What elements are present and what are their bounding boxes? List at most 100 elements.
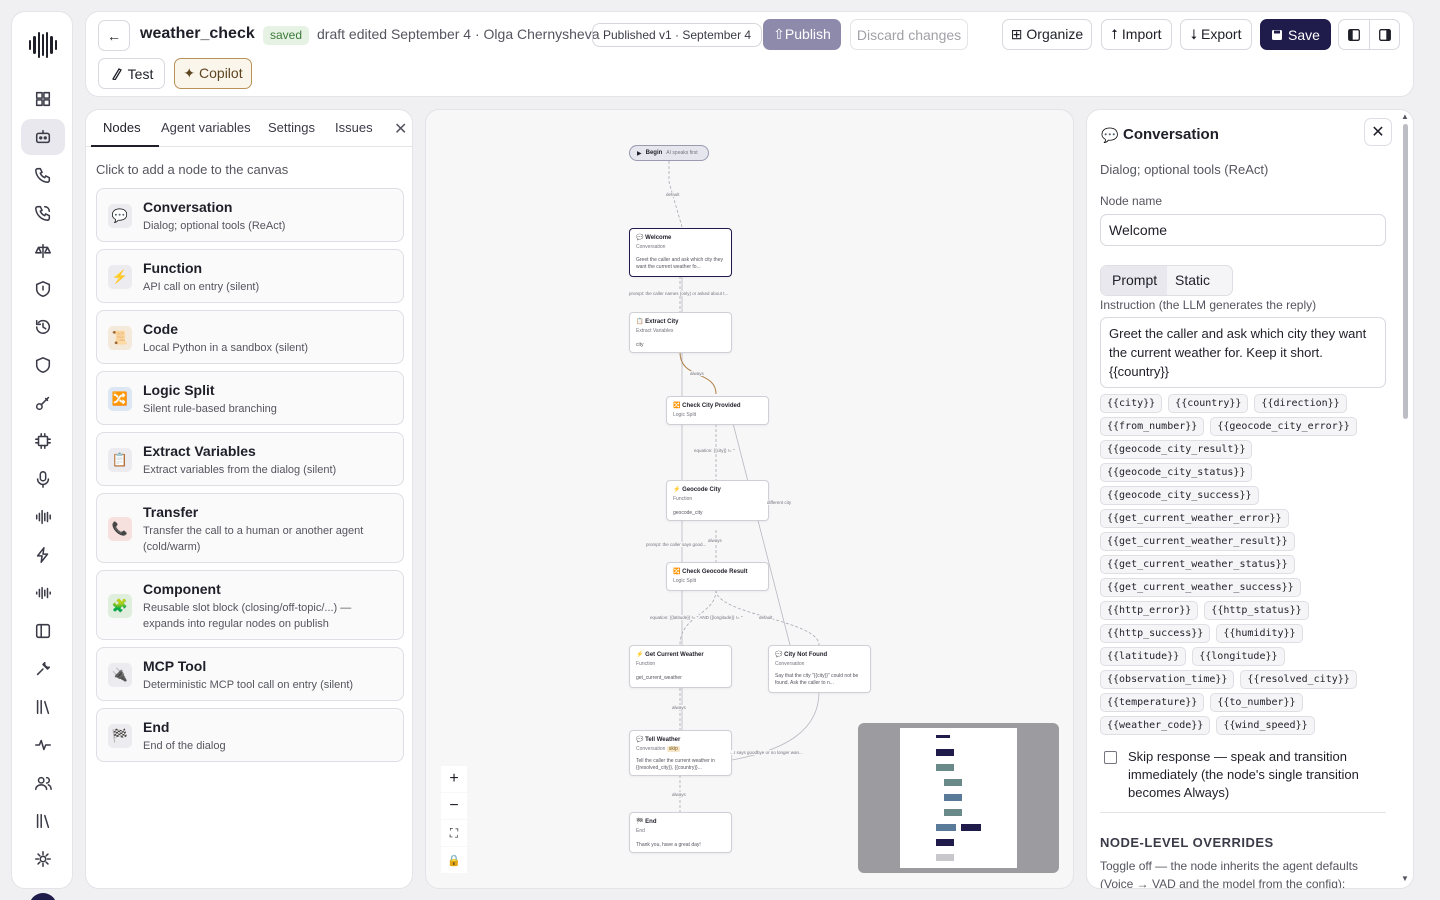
- rail-item-phone-call[interactable]: [21, 195, 65, 231]
- rail-item-panel[interactable]: [21, 613, 65, 649]
- lock-button[interactable]: 🔒: [441, 847, 467, 873]
- tab-nodes[interactable]: Nodes: [103, 120, 141, 135]
- save-button[interactable]: Save: [1260, 19, 1331, 50]
- flow-node-get-weather[interactable]: ⚡ Get Current Weather Function get_curre…: [629, 645, 732, 688]
- variable-chip[interactable]: {{geocode_city_status}}: [1100, 463, 1253, 482]
- variable-chip[interactable]: {{from_number}}: [1100, 417, 1205, 436]
- toggle-right-panel-button[interactable]: [1369, 19, 1400, 50]
- rail-item-tools[interactable]: [21, 651, 65, 687]
- rail-item-settings[interactable]: [21, 841, 65, 877]
- variable-chip[interactable]: {{wind_speed}}: [1216, 716, 1315, 735]
- rail-item-phone[interactable]: [21, 157, 65, 193]
- variable-chip[interactable]: {{country}}: [1168, 394, 1249, 413]
- variable-chip[interactable]: {{geocode_city_error}}: [1210, 417, 1357, 436]
- variable-chip[interactable]: {{geocode_city_result}}: [1100, 440, 1253, 459]
- rail-item-audio[interactable]: [21, 575, 65, 611]
- variable-chip[interactable]: {{to_number}}: [1210, 693, 1303, 712]
- skip-response-checkbox[interactable]: [1104, 751, 1117, 764]
- rail-item-chip[interactable]: [21, 423, 65, 459]
- user-avatar[interactable]: [29, 893, 57, 900]
- variable-chip[interactable]: {{longitude}}: [1192, 647, 1285, 666]
- minimap[interactable]: [858, 723, 1059, 873]
- variable-chip[interactable]: {{weather_code}}: [1100, 716, 1211, 735]
- copilot-button[interactable]: ✦ Copilot: [174, 58, 252, 89]
- variable-chip[interactable]: {{latitude}}: [1100, 647, 1187, 666]
- mode-prompt-tab[interactable]: Prompt: [1112, 272, 1158, 288]
- variable-chip[interactable]: {{humidity}}: [1216, 624, 1303, 643]
- discard-changes-button[interactable]: Discard changes: [850, 19, 968, 50]
- import-button[interactable]: ⭡ Import: [1101, 19, 1172, 50]
- variable-chip[interactable]: {{get_current_weather_status}}: [1100, 555, 1295, 574]
- close-inspector-button[interactable]: ✕: [1364, 118, 1392, 146]
- node-name-input[interactable]: Welcome: [1100, 214, 1386, 246]
- begin-node[interactable]: ▶ Begin AI speaks first: [629, 145, 709, 161]
- palette-node-name: Extract Variables: [143, 443, 256, 459]
- variable-chip[interactable]: {{city}}: [1100, 394, 1163, 413]
- flow-node-type: Extract Variables: [636, 328, 674, 334]
- variable-chip[interactable]: {{direction}}: [1254, 394, 1347, 413]
- flow-node-type: Logic Split: [673, 578, 697, 584]
- flow-node-end[interactable]: 🏁 End End Thank you, have a great day!: [629, 812, 732, 853]
- flow-node-check-geocode[interactable]: 🔀 Check Geocode Result Logic Split: [666, 562, 769, 591]
- rail-item-shield[interactable]: [21, 271, 65, 307]
- variable-chip[interactable]: {{temperature}}: [1100, 693, 1205, 712]
- variable-chip[interactable]: {{get_current_weather_error}}: [1100, 509, 1289, 528]
- organize-button[interactable]: ⊞ Organize: [1002, 19, 1092, 50]
- flow-canvas[interactable]: ▶ Begin AI speaks first 💬 Welcome Conver…: [425, 109, 1074, 889]
- inspector-scrollbar[interactable]: [1403, 124, 1408, 419]
- zoom-out-button[interactable]: −: [441, 793, 467, 819]
- rail-item-grid[interactable]: [21, 81, 65, 117]
- rail-item-key[interactable]: [21, 385, 65, 421]
- rail-item-pulse[interactable]: [21, 727, 65, 763]
- tab-agent-variables[interactable]: Agent variables: [161, 120, 251, 135]
- close-panel-icon[interactable]: ✕: [394, 121, 408, 138]
- toggle-left-panel-button[interactable]: [1338, 19, 1369, 50]
- export-button[interactable]: ⭣ Export: [1180, 19, 1252, 50]
- variable-chip[interactable]: {{resolved_city}}: [1240, 670, 1357, 689]
- rail-item-mic[interactable]: [21, 461, 65, 497]
- flow-node-city-not-found[interactable]: 💬 City Not Found Conversation Say that t…: [768, 645, 871, 693]
- rail-item-library[interactable]: [21, 689, 65, 725]
- rail-item-agent[interactable]: [21, 119, 65, 155]
- flow-node-tell-weather[interactable]: 💬 Tell Weather Conversation skip Tell th…: [629, 730, 732, 776]
- variable-chip[interactable]: {{get_current_weather_success}}: [1100, 578, 1301, 597]
- variable-chip[interactable]: {{geocode_city_success}}: [1100, 486, 1259, 505]
- instruction-textarea[interactable]: Greet the caller and ask which city they…: [1100, 317, 1386, 388]
- fit-view-button[interactable]: ⛶: [441, 820, 467, 846]
- variable-chip[interactable]: {{get_current_weather_result}}: [1100, 532, 1295, 551]
- scroll-up-arrow[interactable]: ▲: [1401, 112, 1409, 121]
- rail-item-bolt[interactable]: [21, 537, 65, 573]
- mode-static-tab[interactable]: Static: [1175, 272, 1211, 288]
- rail-item-shield-check[interactable]: [21, 347, 65, 383]
- variable-chip[interactable]: {{observation_time}}: [1100, 670, 1235, 689]
- rail-item-scales[interactable]: [21, 233, 65, 269]
- tab-issues[interactable]: Issues: [335, 120, 373, 135]
- back-button[interactable]: ←: [98, 20, 130, 51]
- test-button[interactable]: Test: [98, 58, 165, 89]
- publish-button[interactable]: ⇧Publish: [763, 19, 841, 50]
- rail-item-waveform[interactable]: [21, 499, 65, 535]
- variable-chip[interactable]: {{http_success}}: [1100, 624, 1211, 643]
- variable-chip[interactable]: {{http_error}}: [1100, 601, 1199, 620]
- variable-chip[interactable]: {{http_status}}: [1204, 601, 1309, 620]
- rail-item-users[interactable]: [21, 765, 65, 801]
- tab-settings[interactable]: Settings: [268, 120, 315, 135]
- zoom-in-button[interactable]: +: [441, 766, 467, 792]
- rail-item-books[interactable]: [21, 803, 65, 839]
- flow-node-geocode-city[interactable]: ⚡ Geocode City Function geocode_city: [666, 480, 769, 521]
- palette-node-desc: Dialog; optional tools (ReAct): [143, 220, 286, 232]
- scroll-down-arrow[interactable]: ▼: [1401, 874, 1409, 883]
- flow-node-check-city[interactable]: 🔀 Check City Provided Logic Split: [666, 396, 769, 425]
- rail-item-history[interactable]: [21, 309, 65, 345]
- flow-node-extract-city[interactable]: 📋 Extract City Extract Variables city: [629, 312, 732, 353]
- flow-node-welcome[interactable]: 💬 Welcome Conversation Greet the caller …: [629, 228, 732, 277]
